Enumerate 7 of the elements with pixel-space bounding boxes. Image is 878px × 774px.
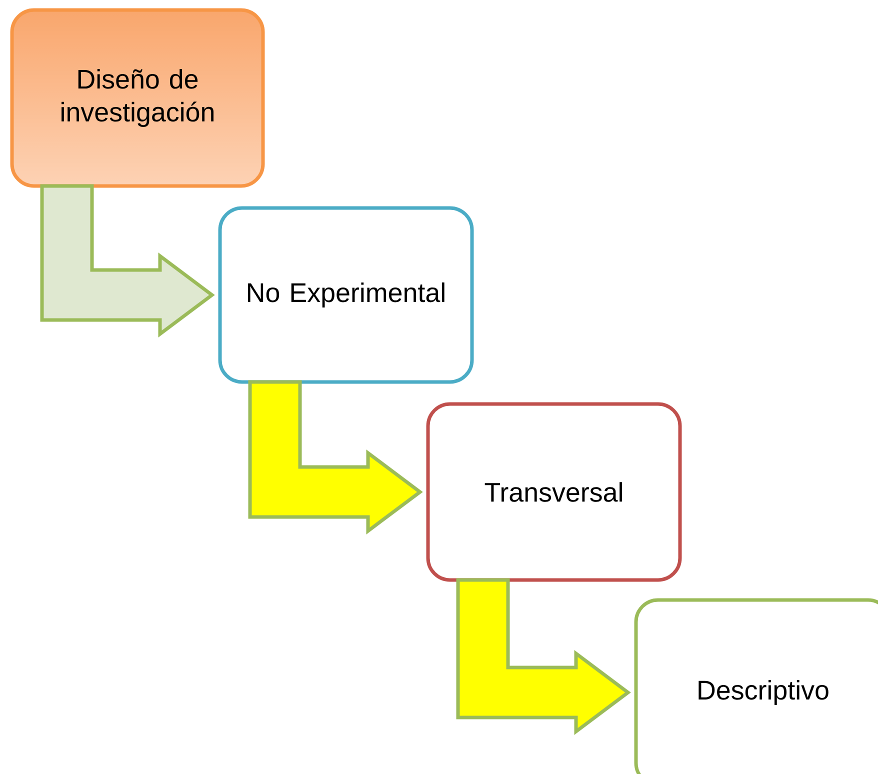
rounded-box: Descriptivo [634,598,878,774]
rounded-box: No Experimental [218,206,474,384]
rounded-box: Transversal [426,402,682,582]
bent-arrow [40,184,215,338]
bent-arrow [248,380,423,534]
bent-arrow [456,578,631,735]
rounded-box: Diseño de investigación [10,8,265,188]
